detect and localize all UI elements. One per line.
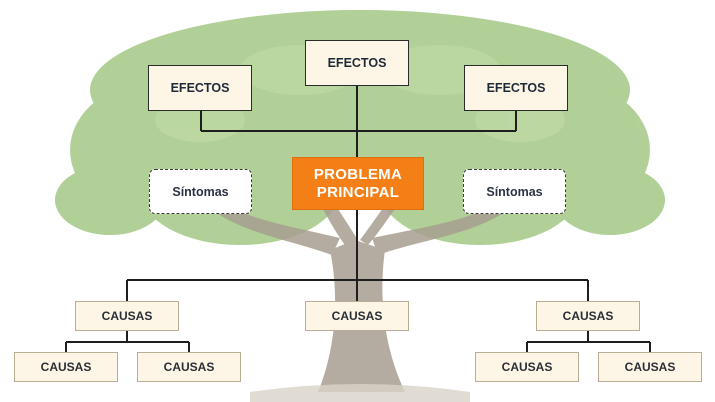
effect-box-center: EFECTOS: [305, 40, 409, 86]
main-problem-box: PROBLEMA PRINCIPAL: [292, 157, 424, 210]
sub-cause-box-1: CAUSAS: [14, 352, 118, 382]
symptom-box-left: Síntomas: [149, 169, 252, 214]
sub-cause-box-3: CAUSAS: [475, 352, 579, 382]
cause-box-right: CAUSAS: [536, 301, 640, 331]
sub-cause-box-2: CAUSAS: [137, 352, 241, 382]
sub-cause-box-4: CAUSAS: [598, 352, 702, 382]
effect-box-left: EFECTOS: [148, 65, 252, 111]
effect-box-right: EFECTOS: [464, 65, 568, 111]
symptom-box-right: Síntomas: [463, 169, 566, 214]
main-problem-line1: PROBLEMA: [313, 165, 403, 183]
main-problem-line2: PRINCIPAL: [316, 183, 400, 201]
cause-box-left: CAUSAS: [75, 301, 179, 331]
ground: [250, 384, 470, 402]
cause-box-center: CAUSAS: [305, 301, 409, 331]
